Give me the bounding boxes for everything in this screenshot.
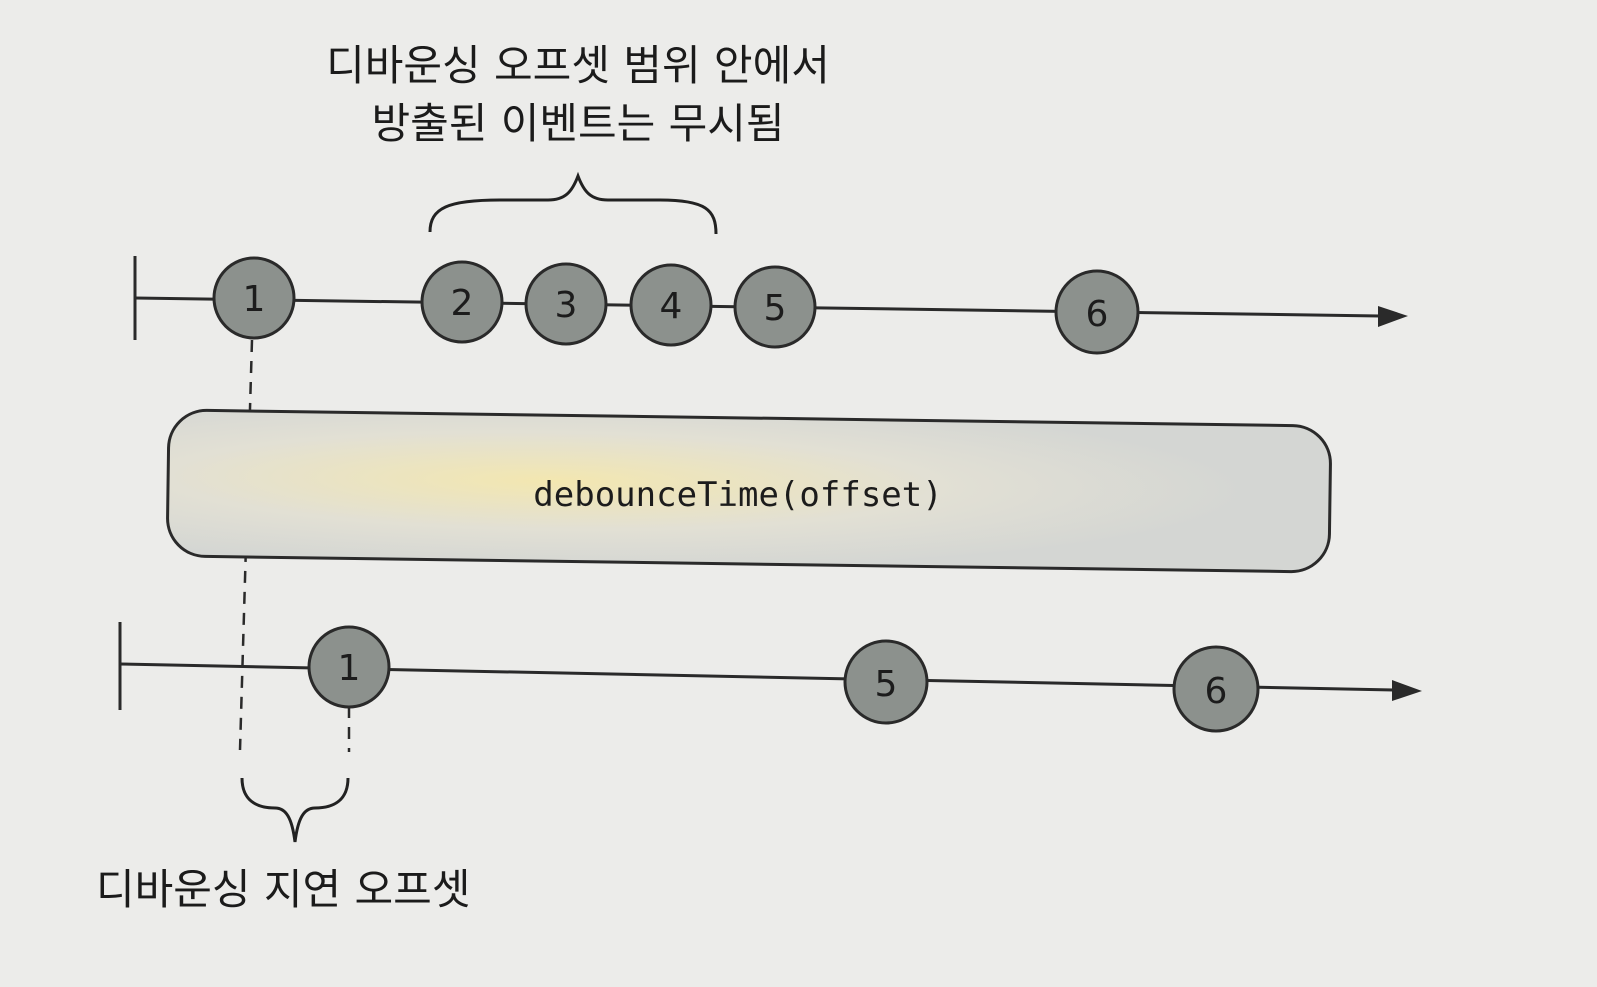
output-marble-1-label: 1 xyxy=(338,648,361,689)
ignored-events-label-line1: 디바운싱 오프셋 범위 안에서 xyxy=(326,41,830,90)
operator-box xyxy=(166,408,1332,574)
input-marble-4-label: 4 xyxy=(660,286,683,327)
input-marble-2: 2 xyxy=(420,260,504,344)
input-marble-5-label: 5 xyxy=(764,288,787,329)
input-marble-6-label: 6 xyxy=(1086,294,1109,335)
input-timeline-arrowhead xyxy=(1378,306,1408,327)
input-marble-3: 3 xyxy=(524,262,608,346)
output-marble-6-label: 6 xyxy=(1205,671,1228,712)
input-marble-4: 4 xyxy=(629,263,713,347)
input-marble-2-label: 2 xyxy=(451,283,474,324)
input-marble-1-label: 1 xyxy=(243,279,266,320)
output-marble-5-label: 5 xyxy=(875,664,898,705)
input-marble-1: 1 xyxy=(212,256,296,340)
output-marble-5: 5 xyxy=(843,639,929,725)
delay-offset-brace xyxy=(240,777,350,843)
ignored-events-label-line2: 방출된 이벤트는 무시됨 xyxy=(371,99,784,148)
delay-guide-left xyxy=(238,339,254,751)
delay-offset-label: 디바운싱 지연 오프셋 xyxy=(96,865,470,914)
input-marble-3-label: 3 xyxy=(555,285,578,326)
input-marble-6: 6 xyxy=(1054,269,1140,355)
operator-label: debounceTime(offset) xyxy=(533,475,942,515)
output-timeline-arrowhead xyxy=(1392,680,1422,701)
input-marble-5: 5 xyxy=(733,265,817,349)
output-marble-6: 6 xyxy=(1172,645,1260,733)
output-marble-1: 1 xyxy=(307,625,391,709)
ignored-range-brace xyxy=(428,171,718,235)
